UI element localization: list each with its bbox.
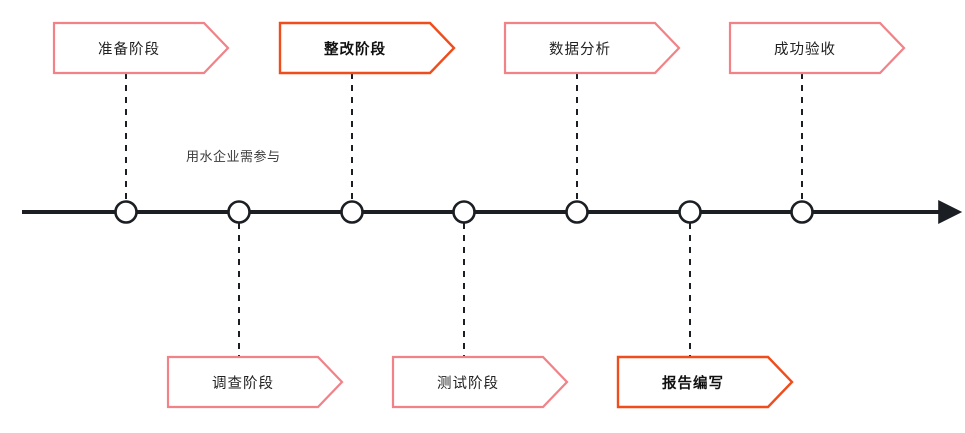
annotation-water-enterprise: 用水企业需参与 [186, 149, 281, 164]
timeline-node-6[interactable] [678, 200, 702, 224]
timeline-node-5[interactable] [565, 200, 589, 224]
timeline-node-7[interactable] [790, 200, 814, 224]
timeline-node-2[interactable] [227, 200, 251, 224]
phase-banner-bottom-3[interactable] [616, 355, 794, 409]
phase-banner-top-4[interactable] [728, 21, 906, 75]
phase-banner-top-1[interactable] [52, 21, 230, 75]
timeline-nodes [114, 200, 814, 224]
timeline-node-3[interactable] [340, 200, 364, 224]
phase-banners [52, 21, 906, 409]
phase-banner-bottom-1[interactable] [166, 355, 344, 409]
timeline-node-4[interactable] [452, 200, 476, 224]
phase-banner-top-2[interactable] [278, 21, 456, 75]
connector-lines [125, 73, 803, 357]
phase-banner-top-3[interactable] [503, 21, 681, 75]
timeline-node-1[interactable] [114, 200, 138, 224]
phase-banner-bottom-2[interactable] [391, 355, 569, 409]
